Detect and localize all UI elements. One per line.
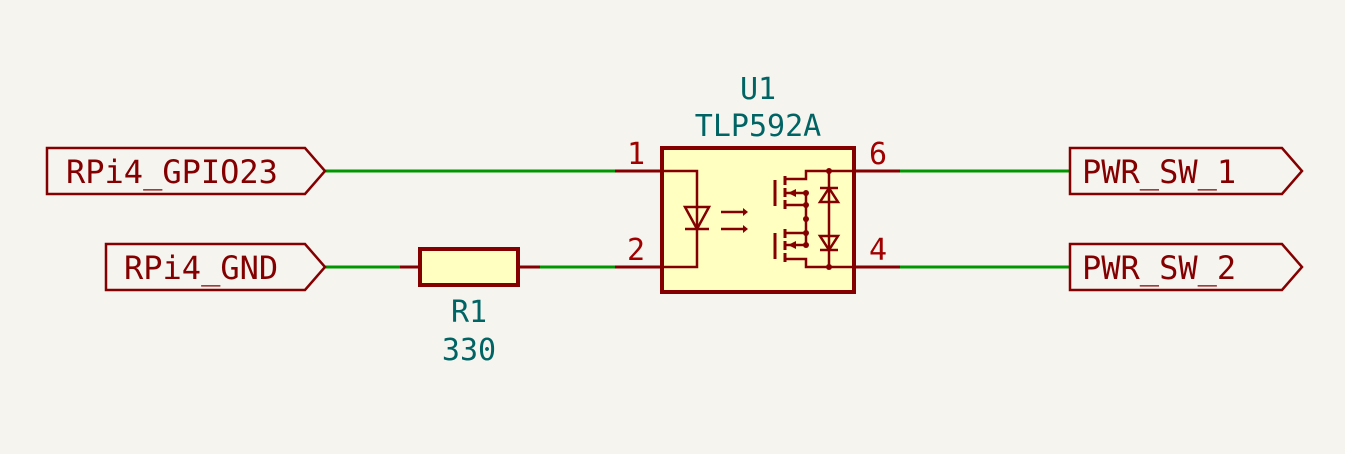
ic-ref: U1 xyxy=(740,72,776,107)
label-gnd[interactable]: RPi4_GND xyxy=(104,242,327,292)
label-sw2-text: PWR_SW_2 xyxy=(1082,249,1236,287)
resistor-body xyxy=(418,247,520,287)
led-triangle xyxy=(682,205,712,232)
label-gpio[interactable]: RPi4_GPIO23 xyxy=(45,146,327,196)
wires xyxy=(325,169,1070,269)
pin2-number: 2 xyxy=(627,233,645,268)
label-gnd-text: RPi4_GND xyxy=(124,249,278,287)
label-gpio-text: RPi4_GPIO23 xyxy=(66,153,278,191)
label-sw1-text: PWR_SW_1 xyxy=(1082,153,1236,191)
pin1-number: 1 xyxy=(627,137,645,172)
ic-value: TLP592A xyxy=(695,109,821,144)
pin6-number: 6 xyxy=(869,137,887,172)
label-sw1-flag xyxy=(1068,146,1304,196)
mosfet-symbol xyxy=(773,168,854,270)
ic-u1[interactable]: U1 TLP592A 1 2 6 4 xyxy=(615,72,900,294)
label-sw1[interactable]: PWR_SW_1 xyxy=(1068,146,1304,196)
label-sw2[interactable]: PWR_SW_2 xyxy=(1068,242,1304,292)
resistor-ref: R1 xyxy=(451,295,487,330)
label-gnd-flag xyxy=(104,242,327,292)
resistor-value: 330 xyxy=(442,333,496,368)
led-symbol xyxy=(662,169,748,269)
label-sw2-flag xyxy=(1068,242,1304,292)
label-gpio-flag xyxy=(45,146,327,196)
resistor-r1[interactable]: R1 330 xyxy=(400,247,540,368)
pin4-number: 4 xyxy=(869,233,887,268)
